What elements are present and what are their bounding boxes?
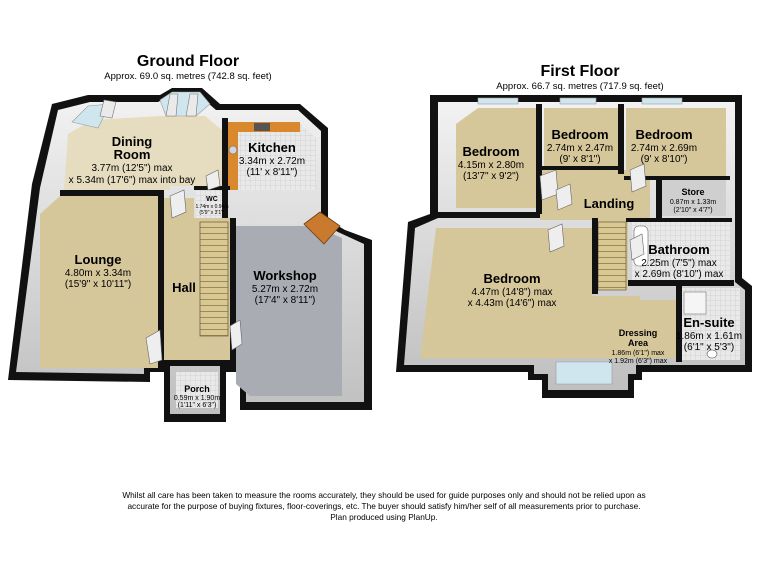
bedroom3-dim-1: 2.74m x 2.69m (631, 143, 697, 154)
workshop-unit (303, 211, 341, 245)
kitchen-sink (228, 145, 238, 155)
kitchen-worktop (228, 122, 300, 190)
kitchen-name: Kitchen (248, 140, 296, 155)
bedroom3-dim-2: (9' x 8'10") (641, 154, 688, 165)
dining-room-dim-1: 3.77m (12'5") max (91, 163, 172, 174)
ensuite-dim-1: 1.86m x 1.61m (676, 331, 742, 342)
master-bedroom-floor (420, 228, 640, 358)
bathroom-dim-2: x 2.69m (8'10") max (635, 269, 724, 280)
bedroom2-dim-1: 2.74m x 2.47m (547, 143, 613, 154)
workshop-dim-1: 5.27m x 2.72m (252, 284, 318, 295)
kitchen-hob (254, 123, 270, 131)
porch-dim-2: (1'11" x 6'3") (178, 402, 217, 409)
store-name: Store (681, 187, 704, 197)
dressing-area-name-1: Dressing (619, 328, 658, 338)
workshop-dim-2: (17'4" x 8'11") (255, 295, 316, 306)
ground-doors (145, 169, 243, 365)
first-floor-plan: First Floor Approx. 66.7 sq. metres (717… (396, 63, 752, 398)
dining-room-floor (64, 116, 222, 190)
master-bedroom-name: Bedroom (483, 271, 540, 286)
wc-dim-1: 1.74m x 0.94m (195, 204, 228, 210)
ensuite-dim-2: (6'1" x 5'3") (684, 342, 734, 353)
ensuite-toilet (706, 349, 718, 359)
wc-name: WC (206, 196, 218, 203)
bedroom2-dim-2: (9' x 8'1") (559, 154, 600, 165)
bedroom3-floor (626, 108, 726, 176)
wc-floor (196, 190, 226, 218)
dining-room-name-2: Room (114, 147, 151, 162)
store-dim-2: (2'10" x 4'7") (673, 207, 712, 214)
disclaimer-line-2: accurate for the purpose of buying fixtu… (127, 501, 641, 511)
kitchen-dim-1: 3.34m x 2.72m (239, 156, 305, 167)
master-bedroom-dim-1: 4.47m (14'8") max (471, 287, 552, 298)
dressing-area-dim-2: x 1.92m (6'3") max (609, 358, 668, 365)
dressing-area-name-2: Area (628, 338, 649, 348)
store-floor (662, 180, 726, 216)
workshop-name: Workshop (253, 268, 316, 283)
disclaimer-line-3: Plan produced using PlanUp. (330, 512, 438, 522)
porch-floor (176, 372, 218, 408)
master-bedroom-dim-2: x 4.43m (14'6") max (468, 298, 557, 309)
first-interior-walls (432, 104, 734, 362)
bedroom1-floor (456, 108, 536, 208)
porch-dim-1: 0.59m x 1.90m (174, 395, 220, 402)
ensuite-name: En-suite (683, 315, 734, 330)
bathroom-dim-1: 2.25m (7'5") max (641, 258, 716, 269)
bedroom3-name: Bedroom (635, 127, 692, 142)
bathroom-name: Bathroom (648, 242, 709, 257)
dressing-area-dim-1: 1.86m (6'1") max (612, 350, 665, 357)
bathroom-floor (632, 222, 730, 280)
disclaimer-line-1: Whilst all care has been taken to measur… (122, 490, 646, 500)
dining-bay-windows (71, 91, 211, 129)
dressing-area-floor (604, 300, 676, 358)
porch-name: Porch (184, 384, 210, 394)
lounge-dim-1: 4.80m x 3.34m (65, 268, 131, 279)
dining-room-dim-2: x 5.34m (17'6") max into bay (69, 175, 196, 186)
store-dim-1: 0.87m x 1.33m (670, 199, 716, 206)
wc-dim-2: (5'9" x 3'1") (199, 210, 225, 216)
kitchen-dim-2: (11' x 8'11") (247, 167, 298, 178)
lounge-floor (40, 196, 158, 368)
dining-room-name-1: Dining (112, 134, 152, 149)
bedroom1-name: Bedroom (462, 144, 519, 159)
first-stairs (597, 221, 627, 291)
first-floor-title: First Floor (540, 63, 619, 80)
kitchen-floor (228, 122, 316, 190)
lounge-name: Lounge (75, 252, 122, 267)
ground-floor-plan: Ground Floor Approx. 69.0 sq. metres (74… (8, 53, 372, 422)
master-bay-window (555, 361, 613, 385)
ground-floor-title: Ground Floor (137, 53, 239, 70)
bedroom2-floor (544, 108, 618, 166)
bedroom2-name: Bedroom (551, 127, 608, 142)
first-floor-area: Approx. 66.7 sq. metres (717.9 sq. feet) (496, 81, 663, 92)
bedroom1-dim-2: (13'7" x 9'2") (463, 171, 519, 182)
ensuite-shower (683, 291, 707, 315)
first-doors (539, 163, 647, 261)
bedroom1-dim-1: 4.15m x 2.80m (458, 160, 524, 171)
ground-floor-area: Approx. 69.0 sq. metres (742.8 sq. feet) (104, 71, 271, 82)
lounge-dim-2: (15'9" x 10'11") (65, 279, 131, 290)
disclaimer: Whilst all care has been taken to measur… (100, 490, 668, 523)
landing-name: Landing (584, 196, 635, 211)
ground-stairs (199, 221, 229, 337)
workshop-floor (236, 226, 342, 396)
first-floor-windows (477, 97, 683, 105)
hall-name: Hall (172, 280, 196, 295)
